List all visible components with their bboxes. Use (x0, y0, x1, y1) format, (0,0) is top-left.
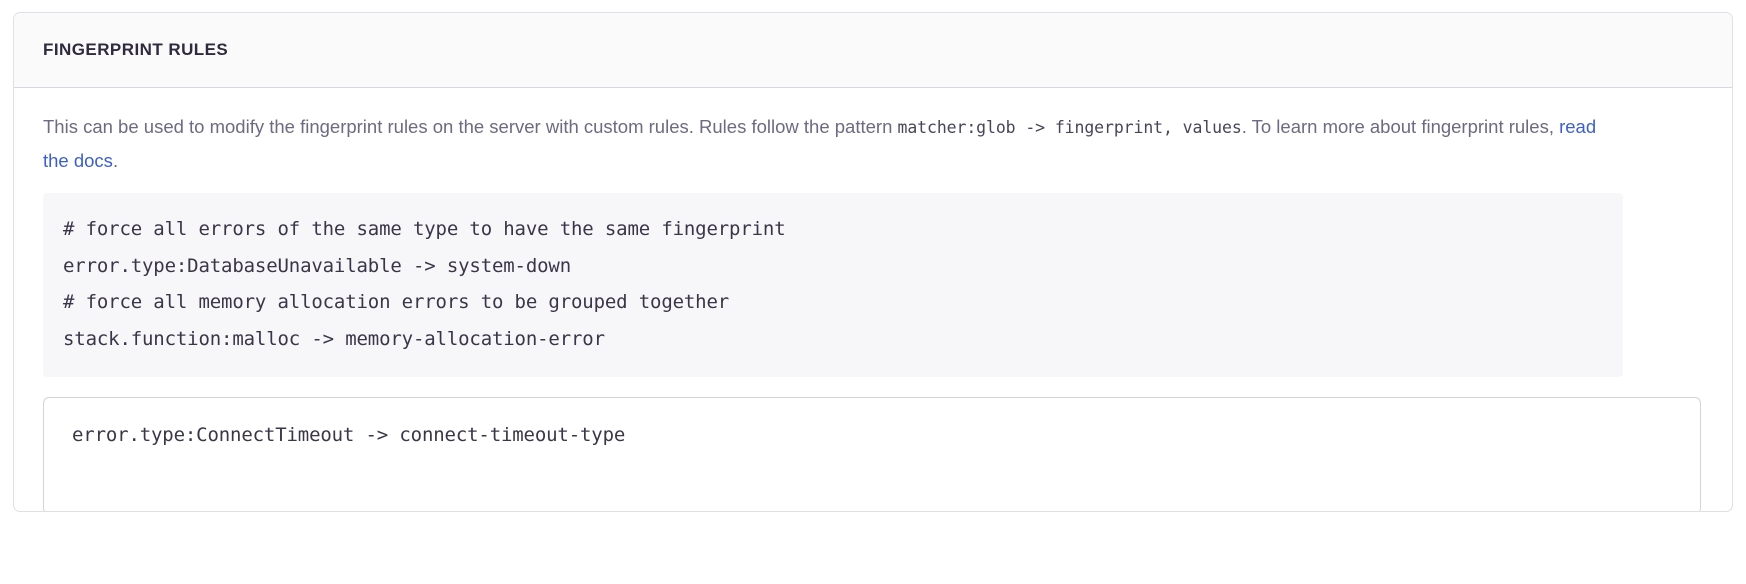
inline-code-pattern: matcher:glob -> fingerprint, values (897, 118, 1242, 137)
description-part-2: . To learn more about fingerprint rules, (1241, 116, 1560, 137)
panel-body: This can be used to modify the fingerpri… (14, 88, 1732, 511)
fingerprint-rules-panel: FINGERPRINT RULES This can be used to mo… (13, 12, 1733, 512)
fingerprint-rules-input[interactable] (43, 397, 1701, 511)
read-the-docs-link[interactable]: read the docs (43, 116, 1597, 171)
description-part-1: This can be used to modify the fingerpri… (43, 116, 898, 137)
description-part-3: . (112, 150, 119, 171)
page-title: FINGERPRINT RULES (43, 40, 229, 59)
description-text: This can be used to modify the fingerpri… (43, 110, 1603, 177)
example-rules-code-block: # force all errors of the same type to h… (43, 193, 1623, 377)
panel-header: FINGERPRINT RULES (14, 13, 1732, 88)
